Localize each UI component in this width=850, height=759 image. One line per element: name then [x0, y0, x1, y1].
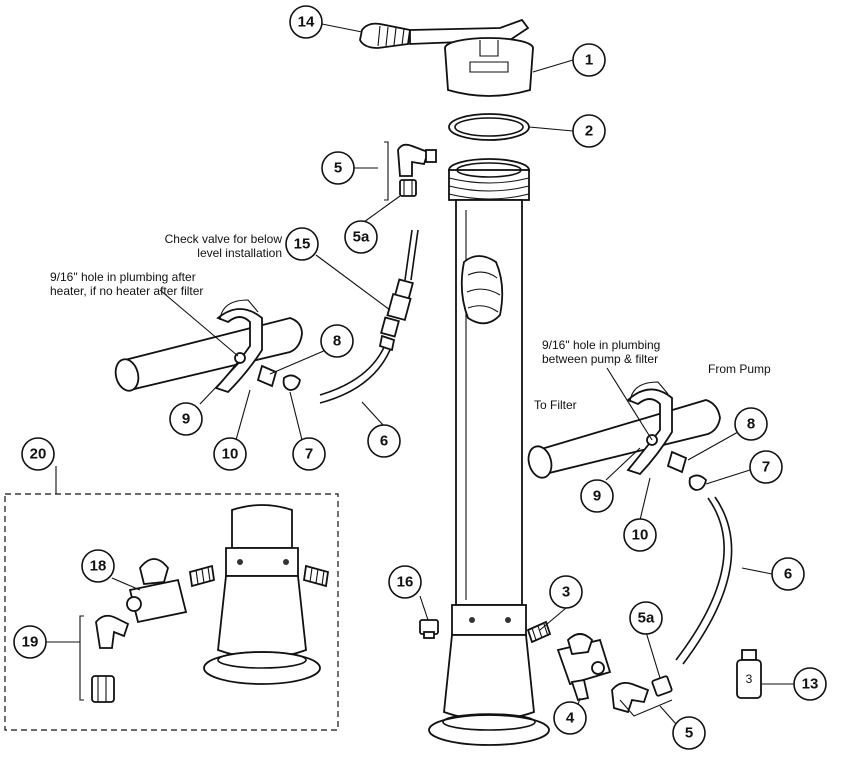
callout-14: 14 — [289, 5, 323, 39]
svg-text:9: 9 — [593, 488, 601, 505]
callout-7-right: 7 — [749, 450, 783, 484]
svg-text:7: 7 — [305, 446, 313, 463]
svg-text:5a: 5a — [353, 229, 370, 246]
svg-text:2: 2 — [585, 123, 593, 140]
callout-5-upper: 5 — [321, 151, 355, 185]
callout-19: 19 — [13, 625, 47, 659]
svg-text:4: 4 — [566, 710, 575, 727]
callout-2: 2 — [572, 114, 606, 148]
callout-8-left: 8 — [320, 324, 354, 358]
to-filter-label: To Filter — [534, 398, 577, 412]
svg-text:14: 14 — [298, 14, 315, 31]
callout-5a-lower: 5a — [629, 601, 663, 635]
feeder-body — [428, 158, 550, 746]
callout-6-left: 6 — [367, 424, 401, 458]
callout-5a-upper: 5a — [344, 220, 378, 254]
svg-text:1: 1 — [585, 52, 593, 69]
callout-18: 18 — [81, 549, 115, 583]
svg-text:3: 3 — [562, 584, 570, 601]
svg-text:18: 18 — [90, 558, 107, 575]
callout-16: 16 — [388, 565, 422, 599]
callout-9-right: 9 — [580, 479, 614, 513]
svg-text:7: 7 — [762, 459, 770, 476]
plug-part — [419, 619, 439, 639]
callout-13: 13 — [793, 667, 827, 701]
callout-9-left: 9 — [169, 402, 203, 436]
callout-15: 15 — [285, 227, 319, 261]
bottle-part: 3 — [736, 649, 762, 699]
callout-6-right: 6 — [771, 557, 805, 591]
svg-text:5a: 5a — [638, 610, 655, 627]
callout-7-left: 7 — [292, 437, 326, 471]
callout-10-left: 10 — [213, 437, 247, 471]
callout-3: 3 — [549, 575, 583, 609]
o-ring-part — [448, 113, 530, 141]
right-pipe-assembly — [527, 381, 733, 665]
svg-text:20: 20 — [30, 446, 47, 463]
upper-elbow-fitting — [397, 143, 437, 197]
svg-text:8: 8 — [333, 333, 341, 350]
detail-box — [4, 493, 339, 731]
svg-text:6: 6 — [380, 433, 388, 450]
leader-lines — [44, 23, 794, 725]
check-valve-assembly — [319, 229, 419, 404]
callout-5-lower: 5 — [672, 716, 706, 750]
left-pipe-assembly — [114, 299, 303, 394]
right-hole-note-line1: 9/16" hole in plumbing — [542, 338, 660, 352]
right-hole-note-line2: between pump & filter — [542, 352, 658, 366]
callout-10-right: 10 — [623, 518, 657, 552]
svg-text:10: 10 — [632, 527, 649, 544]
bottle-label: 3 — [746, 672, 753, 686]
wrench-part — [359, 18, 530, 49]
left-hole-note-line2: heater, if no heater after filter — [50, 284, 203, 298]
svg-text:19: 19 — [22, 634, 39, 651]
callout-20: 20 — [21, 437, 55, 471]
svg-text:15: 15 — [294, 236, 311, 253]
check-valve-note-line2: level installation — [197, 246, 282, 260]
svg-text:5: 5 — [334, 160, 342, 177]
svg-text:13: 13 — [802, 676, 819, 693]
svg-text:16: 16 — [397, 574, 414, 591]
svg-text:8: 8 — [747, 416, 755, 433]
check-valve-note-line1: Check valve for below — [165, 232, 283, 246]
callout-1: 1 — [572, 43, 606, 77]
svg-text:6: 6 — [784, 566, 792, 583]
callout-4: 4 — [553, 701, 587, 735]
from-pump-label: From Pump — [708, 362, 771, 376]
svg-text:9: 9 — [182, 411, 190, 428]
callout-8-right: 8 — [734, 407, 768, 441]
lower-valve-assembly — [526, 620, 673, 714]
svg-text:5: 5 — [685, 725, 693, 742]
left-hole-note-line1: 9/16" hole in plumbing after — [50, 270, 196, 284]
cap-part — [444, 37, 534, 97]
svg-text:10: 10 — [222, 446, 239, 463]
